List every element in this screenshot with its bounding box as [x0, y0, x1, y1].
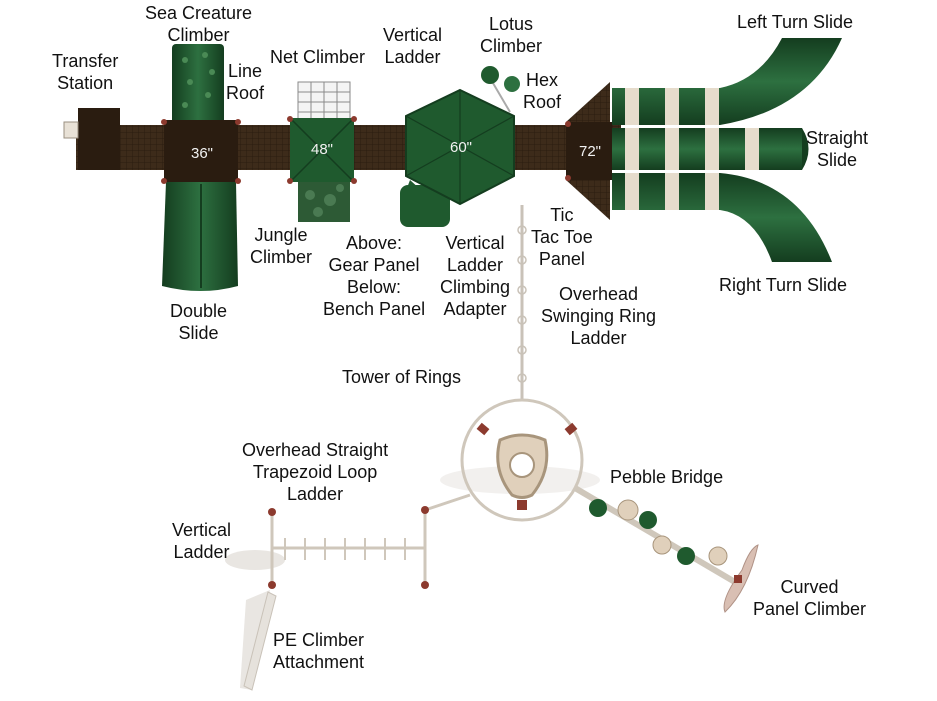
sea-creature-climber [172, 44, 224, 126]
left-turn-slide [612, 38, 842, 125]
deck-36: 36" [164, 120, 238, 182]
pe-climber-attachment [243, 591, 277, 691]
overhead-straight-trapezoid-loop-ladder [270, 493, 471, 585]
support-posts [161, 116, 571, 184]
deck-48: 48" [289, 117, 355, 183]
tower-of-rings [460, 398, 584, 522]
label-left-turn-slide: Left Turn Slide [737, 12, 854, 32]
deck-48-height: 48" [311, 141, 333, 158]
label-pebble-bridge: Pebble Bridge [610, 467, 724, 487]
lotus-climber [481, 66, 520, 113]
overhead-swinging-ring-ladder [517, 205, 527, 400]
net-climber [297, 81, 351, 123]
label-right-turn-slide: Right Turn Slide [719, 275, 848, 295]
deck-60-hex-roof: 60" [400, 88, 515, 227]
deck-72-height: 72" [579, 143, 601, 160]
label-tower-of-rings: Tower of Rings [342, 367, 462, 387]
deck-36-height: 36" [191, 145, 213, 162]
ladder-posts [268, 506, 429, 589]
label-net-climber: Net Climber [270, 47, 366, 67]
double-slide [162, 182, 238, 291]
pebble-bridge [573, 485, 742, 588]
right-turn-slide [612, 173, 832, 262]
deck-72: 72" [566, 82, 612, 220]
jungle-climber [298, 182, 350, 222]
deck-60-height: 60" [450, 139, 472, 156]
straight-slide [612, 128, 809, 170]
transfer-station-platform [78, 108, 120, 170]
curved-panel-climber [723, 544, 759, 613]
